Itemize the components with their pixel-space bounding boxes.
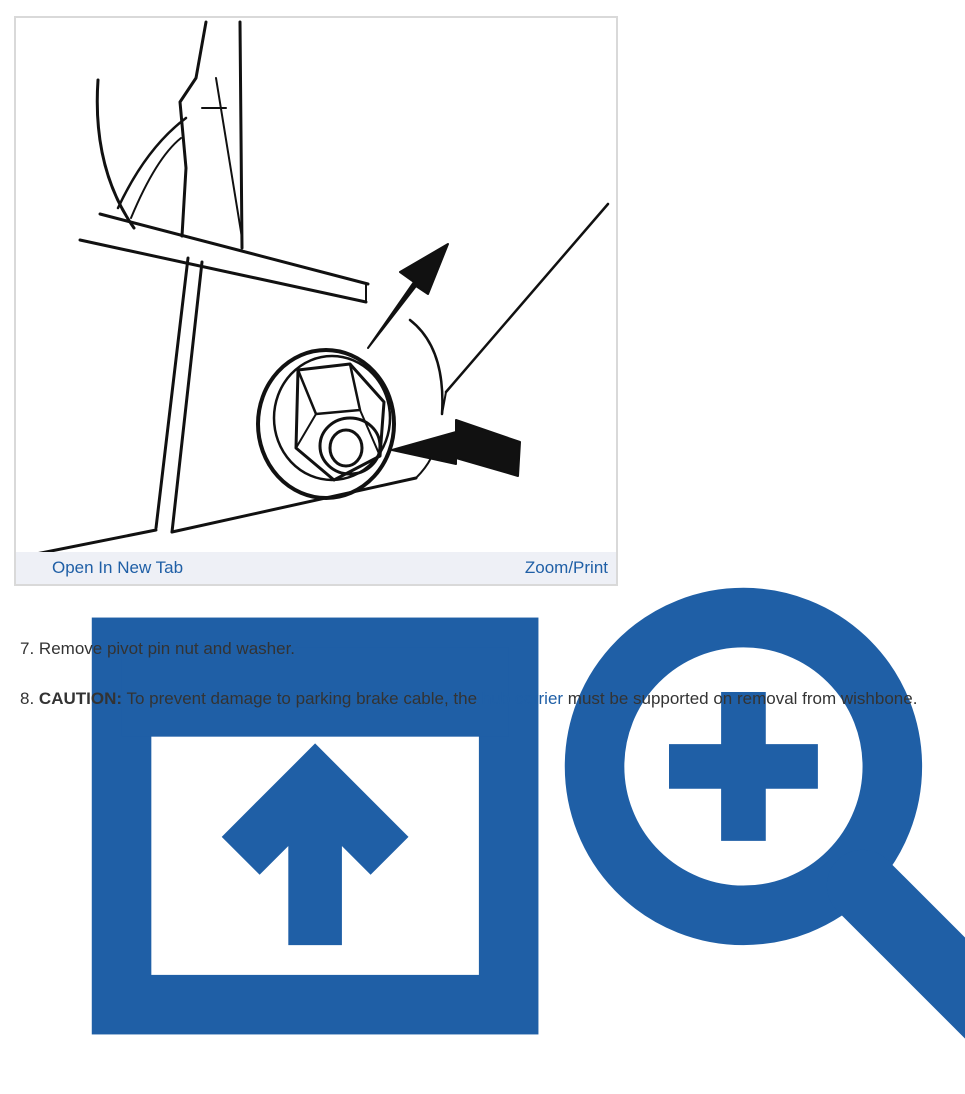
caution-label: CAUTION: [38, 689, 123, 708]
step-number: 8. [20, 689, 35, 708]
open-in-new-tab-link[interactable]: Open In New Tab [30, 558, 539, 1035]
pivot-pin-diagram [34, 20, 610, 554]
open-in-new-tab-label: Open In New Tab [52, 558, 184, 577]
zoom-print-label: Zoom/Print [524, 558, 608, 577]
zoom-icon [503, 559, 965, 1039]
step-number: 7. [20, 639, 35, 658]
figure-toolbar: Open In New Tab Zoom/Print [16, 552, 965, 1039]
zoom-print-link[interactable]: Zoom/Print [503, 558, 965, 1039]
step-7: 7. Remove pivot pin nut and washer. [20, 638, 295, 660]
caution-text-before: To prevent damage to parking brake cable… [126, 689, 478, 708]
caution-text-after: must be supported on removal from wishbo… [567, 689, 918, 708]
step-8: 8. CAUTION: To prevent damage to parking… [20, 688, 917, 710]
diagram-figure: Open In New Tab Zoom/Print [14, 16, 965, 1039]
open-new-tab-icon [30, 559, 539, 1035]
step-text: Remove pivot pin nut and washer. [38, 639, 296, 658]
hub-carrier-link[interactable]: hub carrier [481, 689, 564, 708]
